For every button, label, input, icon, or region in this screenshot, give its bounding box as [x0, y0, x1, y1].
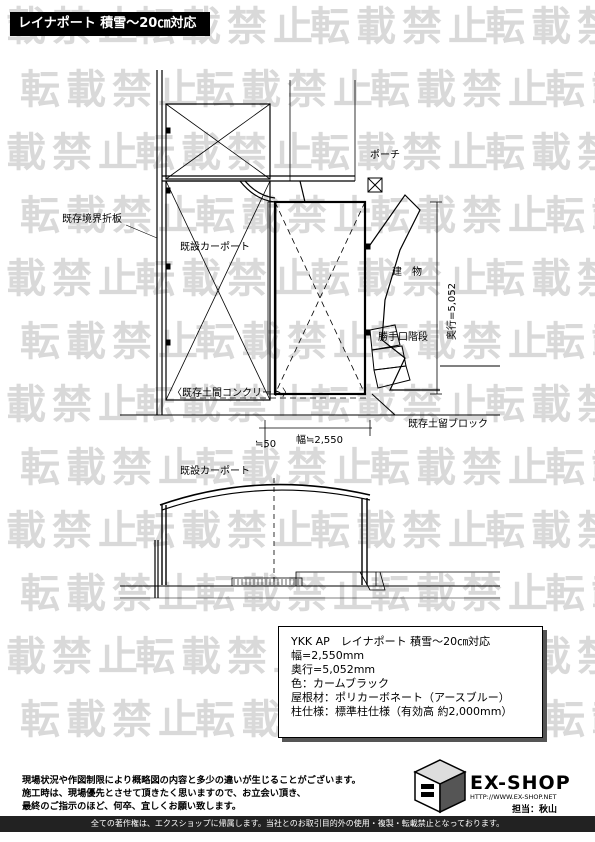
label-porch: ポーチ [370, 149, 400, 161]
watermark-text: 転載禁止 [545, 67, 595, 113]
watermark-text: 転載禁止 [485, 4, 595, 50]
label-existing-carport: 既設カーポート [180, 240, 250, 253]
watermark-text: 転載禁止 [20, 445, 204, 491]
watermark-text: 転載禁止 [485, 382, 595, 428]
watermark-text: 転載禁止 [0, 130, 144, 176]
watermark-text: 転載禁止 [0, 508, 144, 554]
copyright-footer: 全ての著作権は、エクスショップに帰属します。当社とのお取引目的外の使用・複製・転… [0, 816, 595, 832]
watermark-text: 転載禁止 [545, 697, 595, 743]
watermark-text: 転載禁止 [0, 382, 144, 428]
watermark-text: 転載禁止 [310, 508, 494, 554]
watermark-text: 転載禁止 [195, 193, 379, 239]
watermark-text: 転載禁止 [310, 4, 494, 50]
watermark-text: 転載禁止 [195, 319, 379, 365]
watermark-text: 転載禁止 [135, 508, 319, 554]
watermark-text: 転載禁止 [0, 256, 144, 302]
spec-box: YKK AP レイナポート 積雪～20㎝対応 幅=2,550mm 奥行=5,05… [278, 626, 543, 738]
watermark-text: 転載禁止 [195, 67, 379, 113]
watermark-text: 転載禁止 [20, 319, 204, 365]
brand-url: HTTP://WWW.EX-SHOP.NET [470, 793, 557, 801]
spec-pillar: 柱仕様：標準柱仕様（有効高 約2,000mm） [291, 705, 513, 718]
watermark-text: 転載禁止 [135, 130, 319, 176]
spec-color: 色：カームブラック [291, 677, 390, 690]
watermark-text: 転載禁止 [370, 571, 554, 617]
plan-view [120, 70, 500, 448]
elevation-view [120, 478, 500, 599]
spec-roof: 屋根材：ポリカーボネート（アースブルー） [291, 691, 510, 704]
label-offset: ≒50 [255, 439, 276, 450]
spec-product: YKK AP レイナポート 積雪～20㎝対応 [291, 635, 491, 648]
notice-text: 現場状況や作図制限により概略図の内容と多少の違いが生じることがございます。 施工… [22, 774, 417, 813]
spec-depth: 奥行=5,052mm [291, 663, 376, 676]
watermark-text: 転載禁止 [545, 193, 595, 239]
notice-line: 最終のご指示のほど、何卒、宜しくお願い致します。 [22, 801, 242, 812]
watermark-text: 転載禁止 [485, 256, 595, 302]
watermark-text: 転載禁止 [485, 508, 595, 554]
brand-name: EX-SHOP [470, 772, 571, 794]
watermark-text: 転載禁止 [195, 571, 379, 617]
elevation-slab-hatch [233, 579, 299, 585]
label-building: 建 物 [392, 265, 422, 278]
label-width: 幅≒2,550 [296, 433, 343, 446]
watermark-text: 転載禁止 [135, 382, 319, 428]
watermark-text: 転載禁止 [310, 256, 494, 302]
label-depth: 奥行=5,052 [445, 283, 458, 340]
page-title: レイナポート 積雪～20㎝対応 [10, 12, 210, 36]
notice-line: 現場状況や作図制限により概略図の内容と多少の違いが生じることがございます。 [22, 775, 361, 786]
notice-line: 施工時は、現場優先とさせて頂きたく思いますので、お立会い頂き、 [22, 788, 306, 799]
watermark-text: 転載禁止 [20, 67, 204, 113]
watermark-text: 転載禁止 [370, 445, 554, 491]
label-steps: 勝手口階段 [378, 330, 428, 343]
watermark-text: 転載禁止 [20, 571, 204, 617]
watermark-text: 転載禁止 [195, 445, 379, 491]
label-fence: 既存境界折板 [62, 212, 122, 225]
watermark-text: 転載禁止 [485, 130, 595, 176]
watermark-text: 転載禁止 [545, 319, 595, 365]
watermark-text: 転載禁止 [370, 67, 554, 113]
watermark-text: 転載禁止 [20, 193, 204, 239]
label-concrete: 〈既存土間コンクリート〉 [172, 386, 292, 399]
watermark-text: 転載禁止 [545, 445, 595, 491]
spec-width: 幅=2,550mm [291, 649, 365, 662]
watermark-text: 転載禁止 [0, 634, 144, 680]
label-elevation-carport: 既設カーポート [180, 464, 250, 477]
staff-name: 担当：秋山 [512, 805, 558, 815]
label-block: 既存土留ブロック [408, 417, 488, 430]
watermark-text: 転載禁止 [20, 697, 204, 743]
watermark-text: 転載禁止 [310, 130, 494, 176]
ex-shop-logo-icon [413, 759, 467, 814]
watermark-text: 転載禁止 [135, 256, 319, 302]
watermark-text: 転載禁止 [545, 571, 595, 617]
watermark-text: 転載禁止 [370, 193, 554, 239]
